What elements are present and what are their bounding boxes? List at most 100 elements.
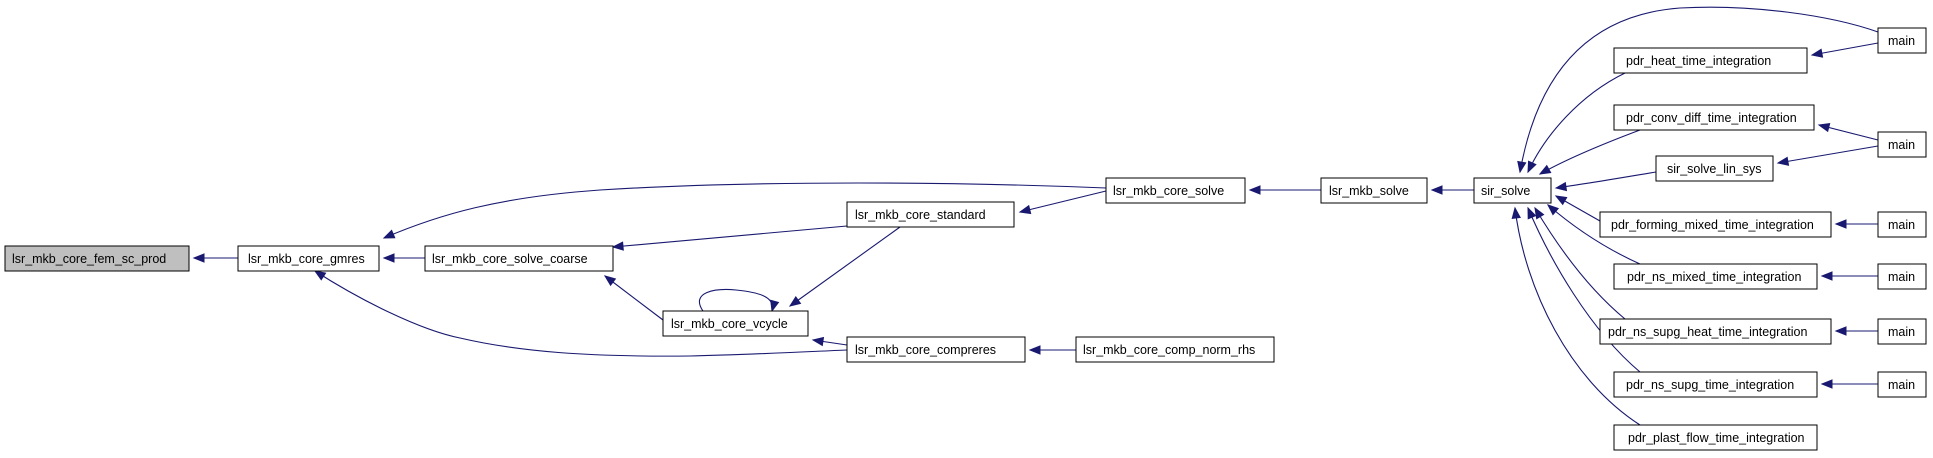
node-label: lsr_mkb_core_gmres: [248, 252, 365, 266]
edge-main6-to-ns_supg_ti: [1820, 379, 1878, 389]
edge-core_solve-to-gmres: [382, 182, 1107, 239]
node-box: [237, 245, 380, 272]
node-label: main: [1888, 270, 1915, 284]
node-forming-ti[interactable]: pdr_forming_mixed_time_integration: [1599, 211, 1832, 238]
edge-arrowhead: [1810, 48, 1824, 58]
edge-arrowhead: [1527, 160, 1537, 174]
node-label: lsr_mkb_core_fem_sc_prod: [12, 252, 166, 266]
node-label: lsr_mkb_core_solve_coarse: [432, 252, 588, 266]
node-label: lsr_mkb_core_solve: [1113, 184, 1224, 198]
edge-main5-to-ns_supg_heat_ti: [1834, 326, 1878, 336]
edge-conv_diff_ti-to-sir_solve: [1538, 129, 1641, 175]
node-fem-sc-prod[interactable]: lsr_mkb_core_fem_sc_prod: [4, 245, 190, 272]
edge-comp_norm_rhs-to-compreres: [1028, 345, 1076, 355]
node-ns-supg-heat-ti[interactable]: pdr_ns_supg_heat_time_integration: [1599, 318, 1832, 345]
node-box: [1613, 263, 1818, 290]
edge-arrowhead: [1511, 206, 1521, 219]
node-main6[interactable]: main: [1877, 371, 1927, 398]
node-ns-mixed-ti[interactable]: pdr_ns_mixed_time_integration: [1613, 263, 1818, 290]
edge-arrowhead: [611, 241, 624, 251]
edge-line: [1019, 190, 1107, 213]
node-label: main: [1888, 34, 1915, 48]
node-main4[interactable]: main: [1877, 263, 1927, 290]
edge-compreres-to-vcycle: [811, 336, 848, 347]
node-label: lsr_mkb_solve: [1329, 184, 1409, 198]
node-box: [1877, 318, 1927, 345]
edge-arrowhead: [603, 275, 617, 287]
node-label: pdr_plast_flow_time_integration: [1628, 431, 1805, 445]
node-label: main: [1888, 138, 1915, 152]
node-conv-diff-ti[interactable]: pdr_conv_diff_time_integration: [1613, 104, 1815, 131]
node-main2[interactable]: main: [1877, 131, 1927, 158]
node-main5[interactable]: main: [1877, 318, 1927, 345]
node-label: main: [1888, 218, 1915, 232]
edge-gmres-to-fem_sc_prod: [192, 253, 238, 263]
node-compreres[interactable]: lsr_mkb_core_compreres: [846, 336, 1026, 363]
node-box: [1320, 177, 1428, 204]
edge-arrowhead: [1546, 204, 1560, 216]
node-core-solve[interactable]: lsr_mkb_core_solve: [1105, 177, 1246, 204]
node-box: [1877, 371, 1927, 398]
node-label: main: [1888, 378, 1915, 392]
nodes-layer: lsr_mkb_core_fem_sc_prod lsr_mkb_core_gmr…: [4, 27, 1927, 451]
node-mkb-solve[interactable]: lsr_mkb_solve: [1320, 177, 1428, 204]
node-box: [1473, 177, 1552, 204]
edge-arrowhead: [382, 229, 396, 239]
edge-arrowhead: [1538, 164, 1552, 175]
edge-main4-to-ns_mixed_ti: [1820, 271, 1878, 281]
edge-arrowhead: [1028, 345, 1041, 355]
node-box: [1613, 424, 1818, 451]
node-main3[interactable]: main: [1877, 211, 1927, 238]
edge-arrowhead: [192, 253, 205, 263]
node-box: [4, 245, 190, 272]
edge-line: [698, 289, 773, 312]
node-vcycle[interactable]: lsr_mkb_core_vcycle: [662, 310, 809, 337]
edge-core_solve-to-standard: [1018, 190, 1107, 215]
node-solve-coarse[interactable]: lsr_mkb_core_solve_coarse: [424, 245, 614, 272]
edge-arrowhead: [1554, 195, 1568, 206]
edge-arrowhead: [1248, 185, 1261, 195]
edge-lin_sys-to-sir_solve: [1554, 171, 1657, 192]
edge-line: [1777, 145, 1879, 164]
node-ns-supg-ti[interactable]: pdr_ns_supg_time_integration: [1613, 371, 1818, 398]
node-main1[interactable]: main: [1877, 27, 1927, 54]
node-label: sir_solve_lin_sys: [1667, 162, 1761, 176]
node-box: [1613, 47, 1808, 74]
edge-line: [604, 275, 664, 321]
edge-arrowhead: [1527, 206, 1537, 220]
edge-line: [612, 225, 848, 248]
edge-arrowhead: [1018, 204, 1032, 215]
node-plast-flow-ti[interactable]: pdr_plast_flow_time_integration: [1613, 424, 1818, 451]
node-box: [1877, 263, 1927, 290]
edge-ns_mixed_ti-to-sir_solve: [1546, 204, 1641, 265]
node-gmres[interactable]: lsr_mkb_core_gmres: [237, 245, 380, 272]
node-heat-ti[interactable]: pdr_heat_time_integration: [1613, 47, 1808, 74]
node-label: pdr_ns_mixed_time_integration: [1627, 270, 1801, 284]
edge-line: [1539, 129, 1641, 175]
node-label: lsr_mkb_core_vcycle: [671, 317, 788, 331]
edge-solve_coarse-to-gmres: [382, 253, 425, 263]
node-label: pdr_conv_diff_time_integration: [1626, 111, 1797, 125]
edge-ns_supg_heat_ti-to-sir_solve: [1534, 206, 1626, 320]
node-box: [846, 201, 1015, 228]
node-label: pdr_forming_mixed_time_integration: [1611, 218, 1814, 232]
edge-line: [1519, 6, 1879, 173]
node-label: lsr_mkb_core_comp_norm_rhs: [1083, 343, 1255, 357]
edge-main2-to-lin_sys: [1776, 145, 1879, 166]
node-box: [1877, 27, 1927, 54]
node-comp-norm-rhs[interactable]: lsr_mkb_core_comp_norm_rhs: [1075, 336, 1275, 363]
edge-plast_flow_ti-to-sir_solve: [1511, 206, 1641, 426]
node-standard[interactable]: lsr_mkb_core_standard: [846, 201, 1015, 228]
node-sir-solve[interactable]: sir_solve: [1473, 177, 1552, 204]
node-lin-sys[interactable]: sir_solve_lin_sys: [1655, 155, 1774, 182]
edge-main2-to-conv_diff_ti: [1817, 122, 1879, 141]
node-box: [1613, 371, 1818, 398]
node-box: [846, 336, 1026, 363]
edge-arrowhead: [1430, 185, 1443, 195]
edge-arrowhead: [1817, 122, 1831, 133]
edge-arrowhead: [1534, 206, 1545, 220]
node-label: lsr_mkb_core_compreres: [855, 343, 996, 357]
edge-arrowhead: [1554, 181, 1568, 192]
edge-line: [789, 226, 901, 307]
